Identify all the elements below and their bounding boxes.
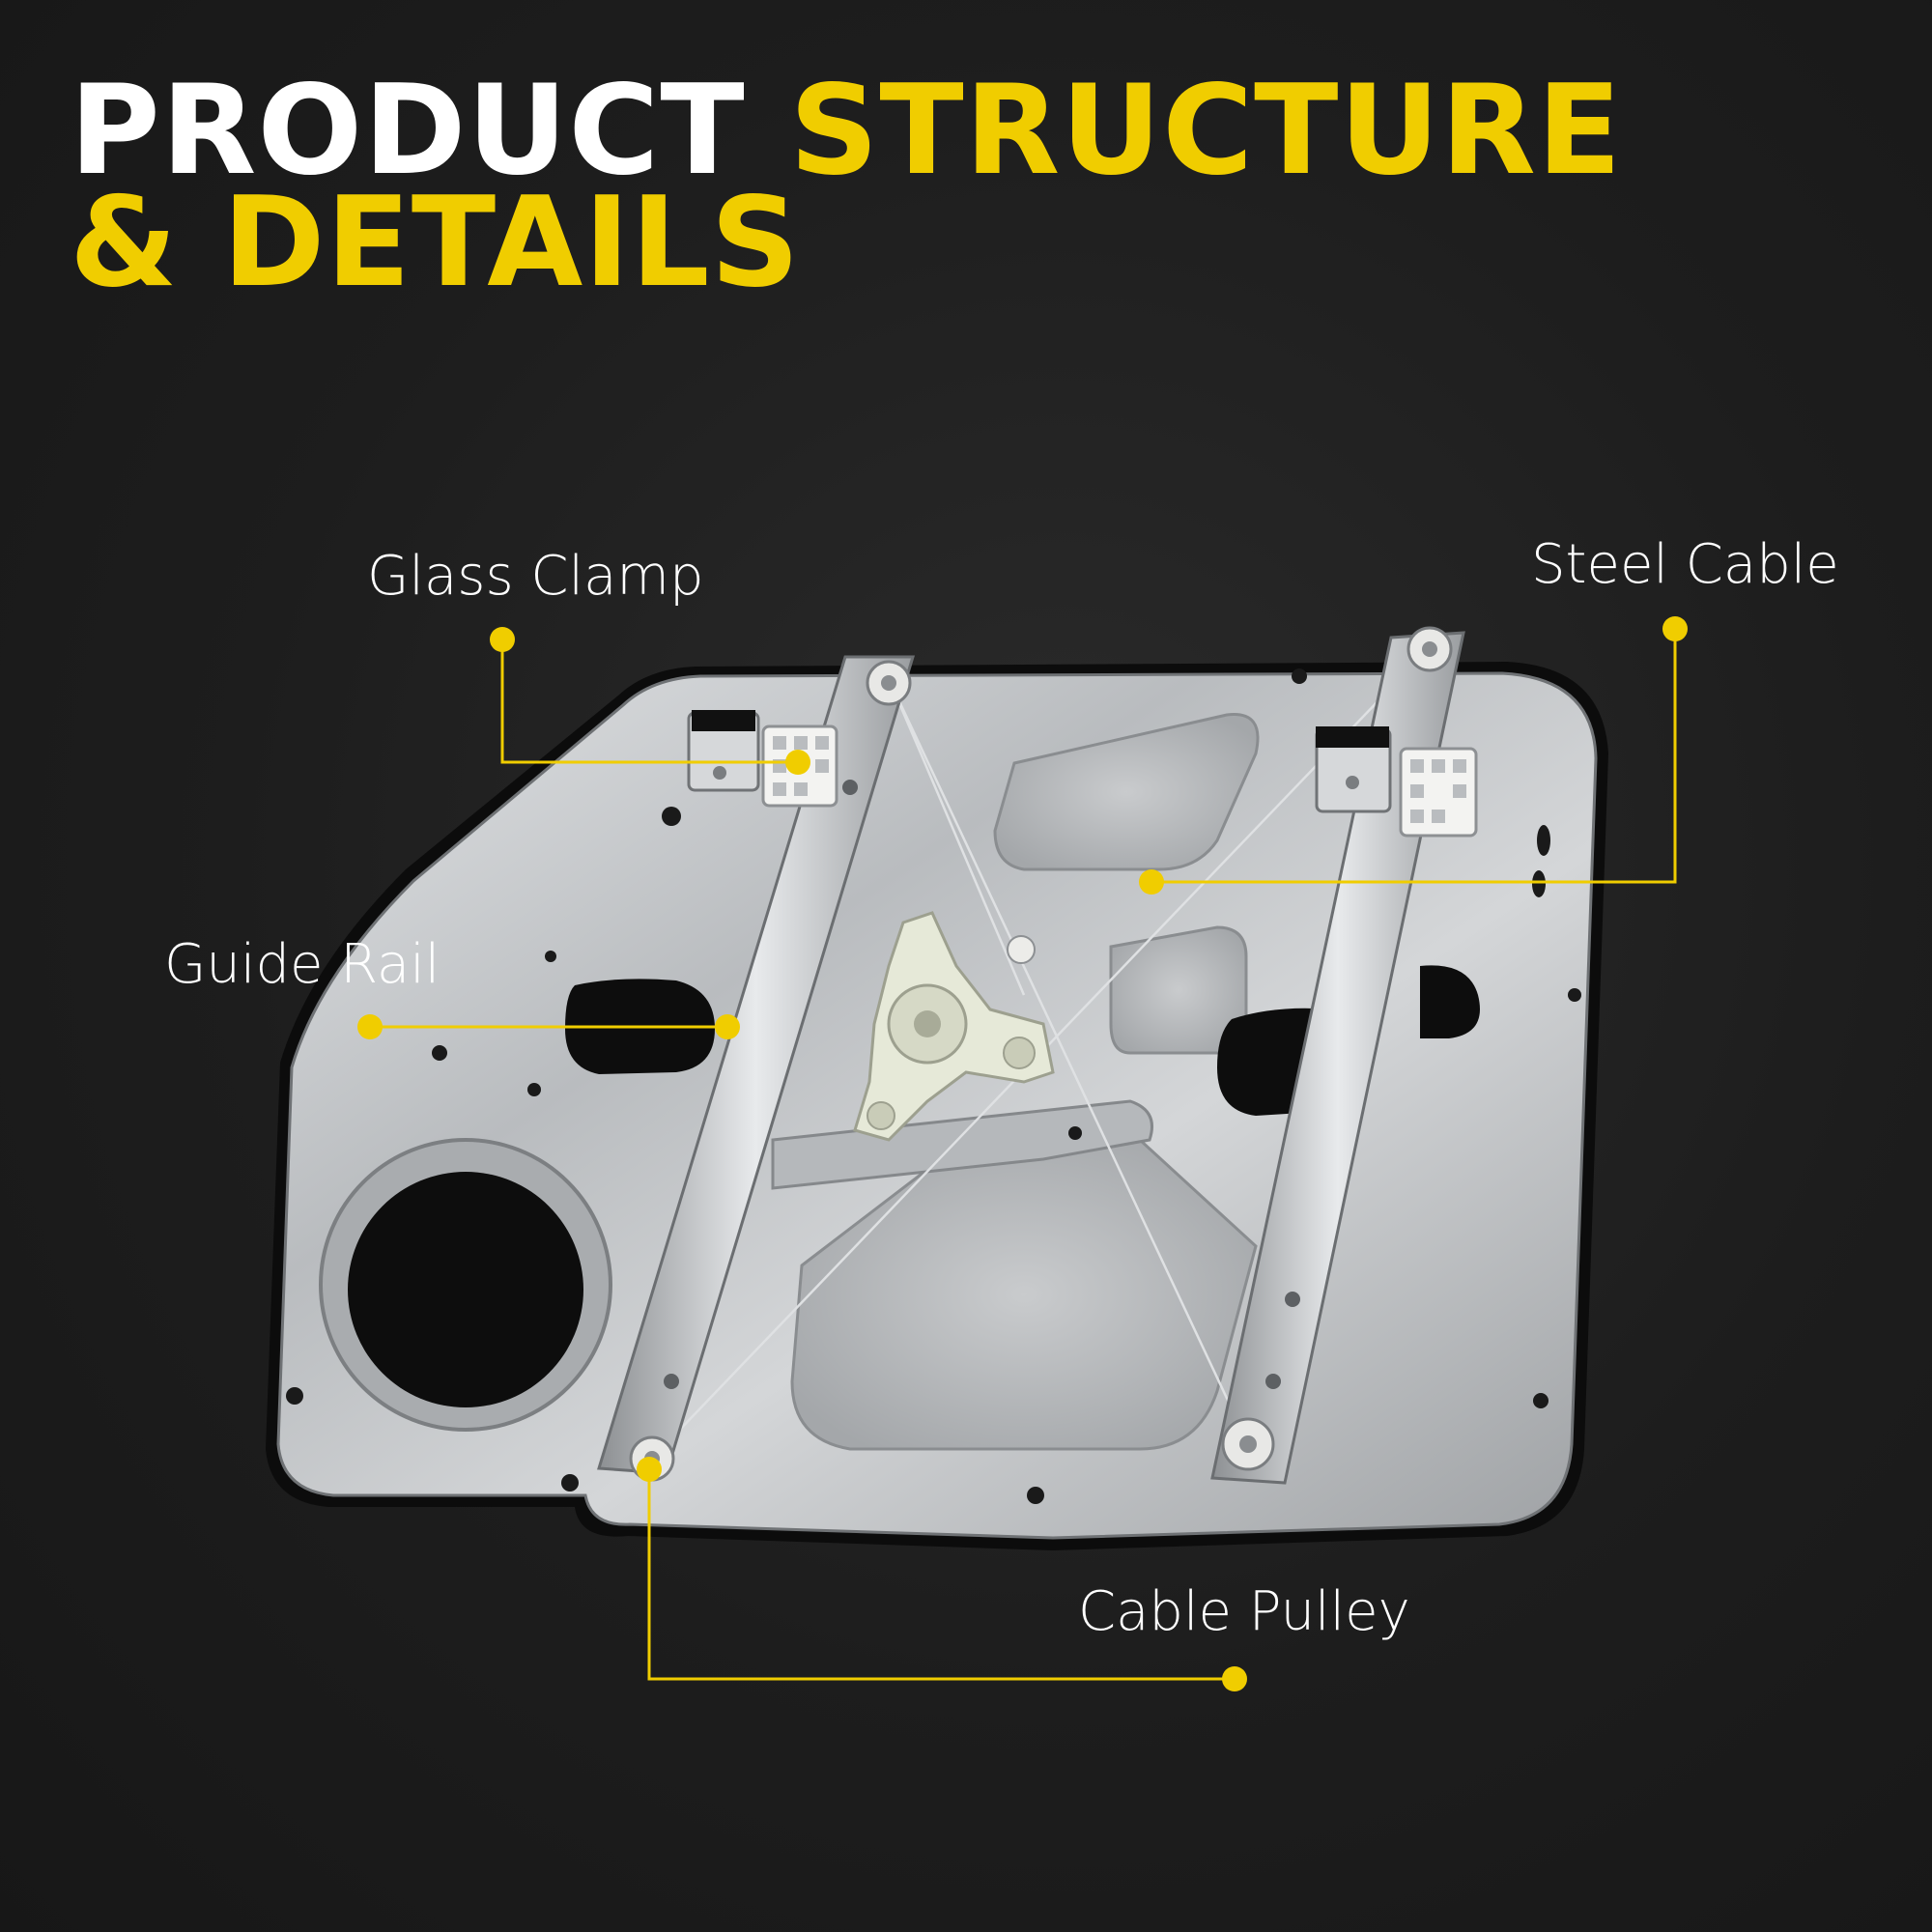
right-glass-clamp <box>1315 726 1478 838</box>
right-guide-rail <box>1210 626 1465 1485</box>
steel-cable-leader-line <box>1151 629 1677 884</box>
left-guide-rail <box>597 655 916 1482</box>
steel-cable-label: Steel Cable <box>1531 533 1839 596</box>
cable-pulley-dot-start <box>637 1457 662 1482</box>
glass-clamp-label: Glass Clamp <box>367 545 704 608</box>
headline-structure: STRUCTURE <box>789 59 1623 203</box>
headline-product: PRODUCT <box>70 59 746 203</box>
cable-pulley-label: Cable Pulley <box>1078 1580 1410 1643</box>
headline-details: & DETAILS <box>70 171 801 315</box>
headline: PRODUCT STRUCTURE & DETAILS <box>70 70 1622 305</box>
glass-clamp-dot-end <box>785 750 810 775</box>
cable-pulley-dot-end <box>1222 1666 1247 1691</box>
steel-cable-dot-start <box>1662 616 1688 641</box>
glass-clamp-leader-line <box>500 639 798 764</box>
guide-rail-dot-end <box>715 1014 740 1039</box>
guide-rail-dot-start <box>357 1014 383 1039</box>
steel-cable-dot-end <box>1139 869 1164 895</box>
guide-rail-label: Guide Rail <box>164 933 440 996</box>
glass-clamp-dot-start <box>490 627 515 652</box>
cable-pulley-leader-line <box>647 1469 1235 1681</box>
cable-drum <box>853 911 1055 1142</box>
